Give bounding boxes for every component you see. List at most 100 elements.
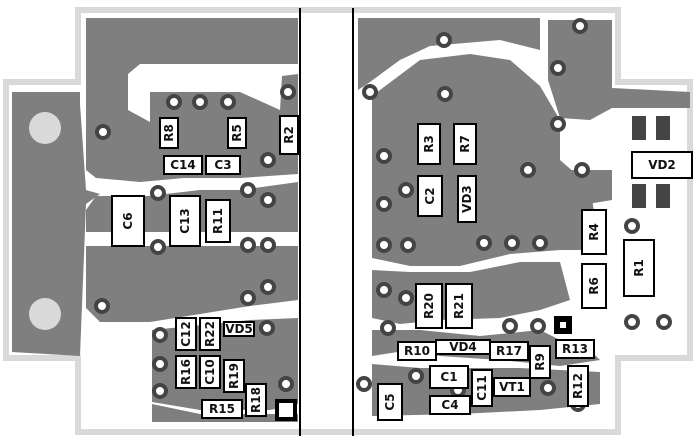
vd2-pad-top — [632, 116, 646, 140]
component-r9: R9 — [529, 345, 551, 379]
component-label: C4 — [441, 398, 458, 412]
component-box — [567, 365, 589, 407]
component-c13: C13 — [169, 195, 201, 247]
component-box — [377, 383, 403, 421]
component-label: VD2 — [648, 158, 676, 172]
component-label: VD4 — [449, 340, 477, 354]
component-label: VD3 — [460, 185, 474, 213]
component-vd3: VD3 — [457, 175, 477, 223]
component-label: R3 — [422, 135, 436, 153]
component-label: R15 — [209, 402, 235, 416]
vd2-pad-right — [656, 116, 670, 140]
component-c10: C10 — [199, 355, 221, 389]
component-vd2: VD2 — [631, 151, 693, 179]
component-r17: R17 — [489, 341, 529, 361]
component-label: C11 — [475, 375, 489, 401]
vd2-pad-b1 — [632, 184, 646, 208]
component-box — [453, 123, 477, 165]
mounting-hole-bottom — [29, 298, 61, 330]
vd2-pad-b2 — [656, 184, 670, 208]
component-box — [493, 377, 531, 397]
component-r21: R21 — [445, 283, 473, 329]
component-c4: C4 — [429, 395, 471, 415]
component-box — [199, 317, 221, 351]
component-box — [417, 175, 443, 217]
component-label: C6 — [121, 212, 135, 229]
component-r20: R20 — [415, 283, 443, 329]
component-label: C5 — [383, 393, 397, 410]
component-label: R4 — [587, 223, 601, 241]
component-r2: R2 — [279, 115, 299, 155]
component-label: R10 — [404, 344, 430, 358]
component-label: C13 — [178, 208, 192, 234]
component-box — [175, 355, 197, 389]
component-c6: C6 — [111, 195, 145, 247]
component-c12: C12 — [175, 317, 197, 351]
component-box — [445, 283, 473, 329]
component-label: C10 — [203, 359, 217, 385]
component-r6: R6 — [581, 263, 607, 309]
component-label: R13 — [562, 342, 588, 356]
component-label: C12 — [179, 321, 193, 347]
component-box — [205, 199, 231, 243]
component-c5: C5 — [377, 383, 403, 421]
component-box — [529, 345, 551, 379]
component-vd5: VD5 — [223, 321, 255, 337]
component-label: R12 — [571, 373, 585, 399]
component-label: C1 — [440, 370, 457, 384]
component-label: R20 — [422, 293, 436, 319]
component-box — [581, 209, 607, 255]
component-box — [169, 195, 201, 247]
component-r19: R19 — [223, 359, 245, 393]
component-r18: R18 — [245, 383, 267, 417]
component-box — [415, 283, 443, 329]
component-box — [471, 369, 493, 407]
component-r11: R11 — [205, 199, 231, 243]
component-label: C14 — [170, 158, 196, 172]
component-box — [623, 239, 655, 297]
component-box — [429, 395, 471, 415]
component-r7: R7 — [453, 123, 477, 165]
component-r5: R5 — [227, 117, 247, 149]
component-box — [631, 151, 693, 179]
component-r10: R10 — [397, 341, 437, 361]
pads — [94, 18, 672, 412]
component-box — [581, 263, 607, 309]
component-c14: C14 — [163, 155, 203, 175]
component-r3: R3 — [417, 123, 441, 165]
component-box — [429, 365, 469, 389]
component-label: R8 — [162, 124, 176, 142]
component-label: R19 — [227, 363, 241, 389]
component-r8: R8 — [159, 117, 179, 149]
component-label: R18 — [249, 387, 263, 413]
component-box — [201, 399, 243, 419]
component-box — [227, 117, 247, 149]
component-r22: R22 — [199, 317, 221, 351]
component-box — [163, 155, 203, 175]
component-box — [111, 195, 145, 247]
component-label: C3 — [214, 158, 231, 172]
component-box — [159, 117, 179, 149]
component-c3: C3 — [205, 155, 241, 175]
component-label: R5 — [230, 124, 244, 142]
component-box — [245, 383, 267, 417]
component-r16: R16 — [175, 355, 197, 389]
component-label: R6 — [587, 277, 601, 295]
component-r15: R15 — [201, 399, 243, 419]
component-vt1: VT1 — [493, 377, 531, 397]
component-box — [205, 155, 241, 175]
component-label: R9 — [533, 353, 547, 371]
square-pad-inner — [560, 322, 566, 328]
component-label: R2 — [282, 126, 296, 144]
component-r13: R13 — [555, 339, 595, 359]
component-c2: C2 — [417, 175, 443, 217]
component-c11: C11 — [471, 369, 493, 407]
component-r1: R1 — [623, 239, 655, 297]
component-label: VD5 — [225, 322, 253, 336]
component-label: R11 — [211, 208, 225, 234]
component-box — [279, 115, 299, 155]
component-box — [417, 123, 441, 165]
component-label: R22 — [203, 321, 217, 347]
